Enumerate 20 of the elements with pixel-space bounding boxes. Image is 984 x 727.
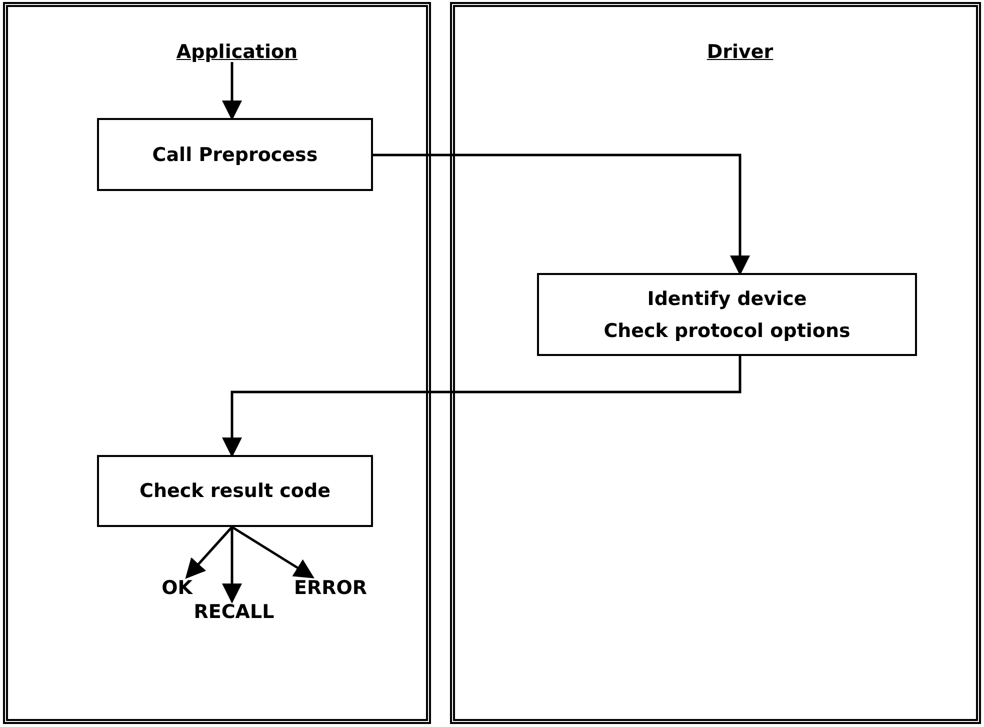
process-text: Call Preprocess: [152, 144, 318, 166]
result-label: RECALL: [190, 601, 278, 623]
swimlane-panel: [3, 2, 431, 724]
arrow: [222, 356, 742, 458]
process-text: Check protocol options: [604, 320, 850, 342]
process-box: [97, 455, 373, 527]
process-box: [97, 118, 373, 191]
swimlane-panel: [450, 2, 981, 724]
process-box: [537, 273, 917, 356]
lane-heading: Application: [176, 41, 298, 63]
arrow: [373, 154, 750, 276]
process-text: Identify device: [647, 288, 807, 310]
arrow: [222, 526, 242, 604]
arrow: [230, 526, 314, 578]
lane-heading: Driver: [706, 41, 774, 63]
result-label: OK: [160, 577, 194, 599]
arrow: [222, 62, 242, 120]
process-text: Check result code: [140, 480, 330, 502]
arrow: [185, 526, 234, 579]
result-label: ERROR: [294, 577, 366, 599]
